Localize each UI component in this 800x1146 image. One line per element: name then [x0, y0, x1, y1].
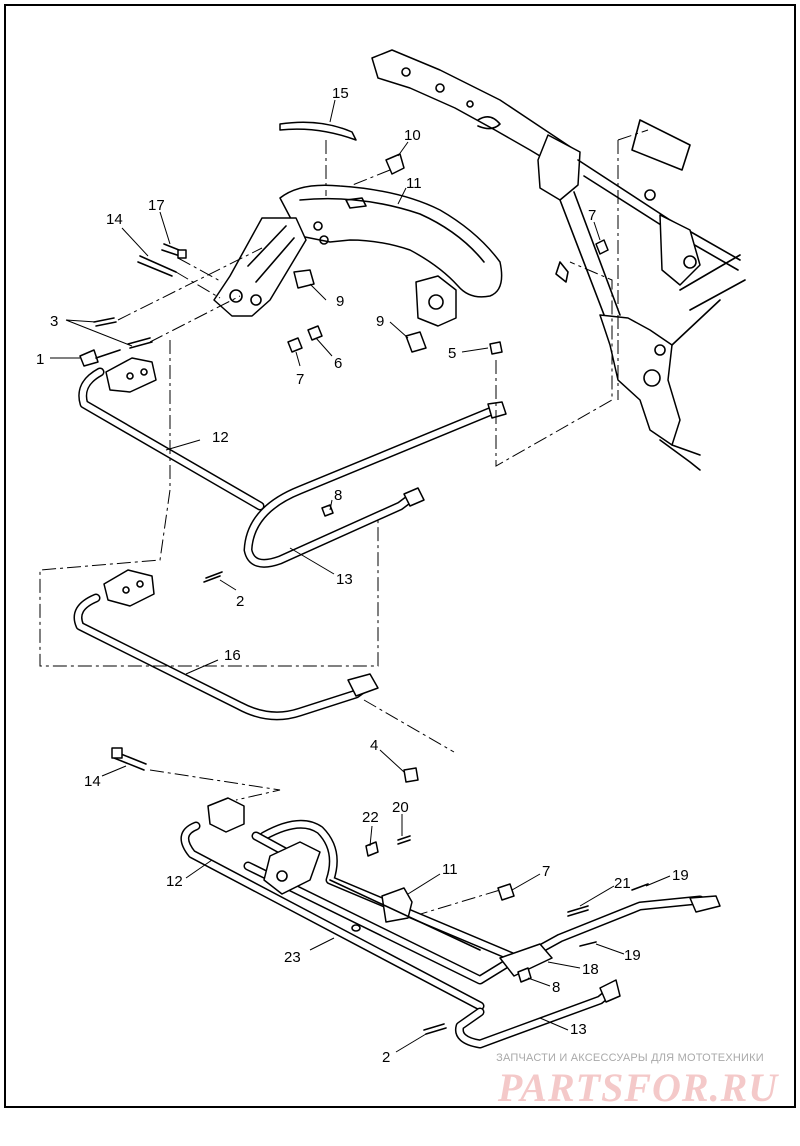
callout-17: 17	[148, 197, 165, 214]
callout-13: 13	[570, 1021, 587, 1038]
leader-lines	[50, 99, 671, 1053]
callout-labels: 15 10 11 17 14 7 9 3 9 5 1 7 6 12 8 13 2…	[36, 85, 689, 1066]
callout-22: 22	[362, 809, 379, 826]
callout-2: 2	[236, 593, 244, 610]
callout-1: 1	[36, 351, 44, 368]
callout-4: 4	[370, 737, 378, 754]
callout-11: 11	[406, 175, 422, 192]
upper-hardware	[79, 121, 609, 367]
rail-16	[73, 569, 419, 783]
motorcycle-frame	[371, 49, 746, 471]
callout-20: 20	[392, 799, 409, 816]
callout-14: 14	[106, 211, 123, 228]
callout-8: 8	[552, 979, 560, 996]
fender-support	[213, 184, 503, 327]
callout-13: 13	[336, 571, 353, 588]
callout-8: 8	[334, 487, 342, 504]
assembled-view	[111, 747, 721, 1049]
assembly-lines	[39, 140, 613, 917]
rail-12-upper	[78, 357, 265, 511]
callout-7: 7	[588, 207, 596, 224]
callout-19: 19	[672, 867, 689, 884]
callout-12: 12	[166, 873, 183, 890]
callout-7: 7	[296, 371, 304, 388]
callout-6: 6	[334, 355, 342, 372]
bar-13-upper	[203, 401, 507, 583]
callout-21: 21	[614, 875, 631, 892]
callout-16: 16	[224, 647, 241, 664]
diagram-border	[4, 4, 796, 1108]
watermark-logo: PARTSFOR.RU	[497, 1065, 779, 1110]
watermark-caption: ЗАПЧАСТИ И АКСЕССУАРЫ ДЛЯ МОТОТЕХНИКИ	[496, 1052, 764, 1064]
callout-7: 7	[542, 863, 550, 880]
callout-10: 10	[404, 127, 421, 144]
callout-2: 2	[382, 1049, 390, 1066]
callout-5: 5	[448, 345, 456, 362]
callout-9: 9	[376, 313, 384, 330]
callout-9: 9	[336, 293, 344, 310]
callout-3: 3	[50, 313, 58, 330]
callout-18: 18	[582, 961, 599, 978]
callout-11: 11	[442, 861, 458, 878]
callout-19: 19	[624, 947, 641, 964]
callout-12: 12	[212, 429, 229, 446]
callout-15: 15	[332, 85, 349, 102]
callout-23: 23	[284, 949, 301, 966]
callout-14: 14	[84, 773, 101, 790]
